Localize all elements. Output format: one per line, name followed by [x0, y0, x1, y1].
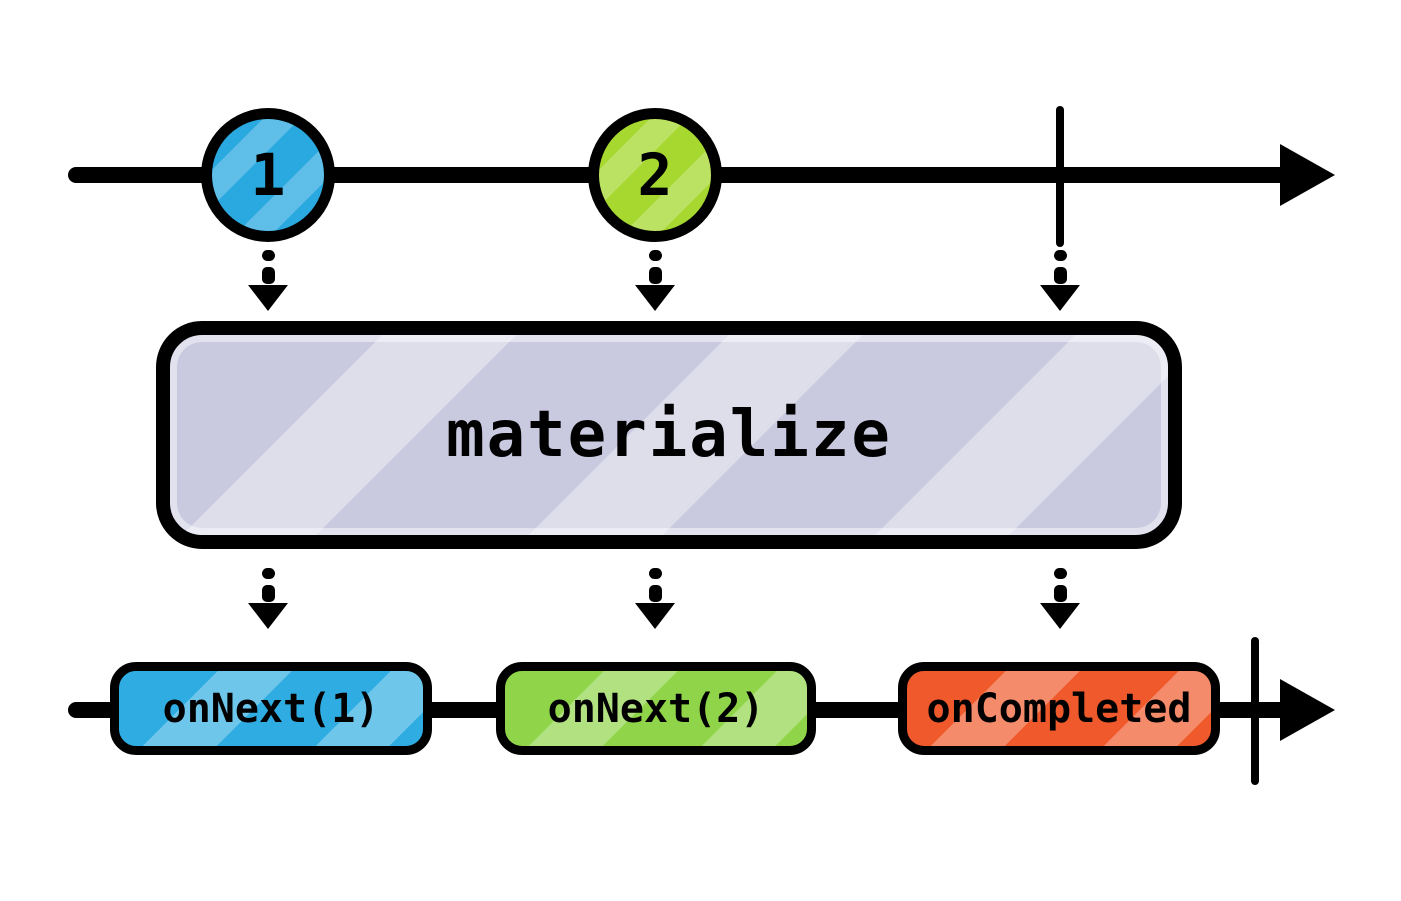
arrow-dot [1053, 568, 1067, 579]
operator-label: materialize [446, 398, 892, 472]
arrow-head-icon [635, 285, 675, 311]
output-complete-tick [1251, 637, 1259, 785]
arrow-dash [261, 585, 275, 602]
arrow-dash [1053, 267, 1067, 284]
arrow-head-icon [635, 603, 675, 629]
arrow-dot [261, 568, 275, 579]
arrow-dot [648, 568, 662, 579]
input-timeline-arrowhead-icon [1280, 144, 1335, 206]
notification-onnext-2: onNext(2) [496, 662, 816, 755]
notification-oncompleted-label: onCompleted [926, 685, 1192, 732]
arrow-dash [1053, 585, 1067, 602]
dashed-down-arrow-icon [1038, 568, 1082, 629]
arrow-dash [261, 267, 275, 284]
operator-box: materialize [156, 321, 1182, 549]
dashed-down-arrow-icon [633, 568, 677, 629]
arrow-head-icon [248, 603, 288, 629]
dashed-down-arrow-icon [246, 250, 290, 311]
arrow-dash [648, 585, 662, 602]
arrow-dot [261, 250, 275, 261]
marble-2-label: 2 [637, 141, 673, 209]
dashed-down-arrow-icon [246, 568, 290, 629]
marble-1: 1 [201, 108, 335, 242]
marble-1-label: 1 [250, 141, 286, 209]
arrow-dot [648, 250, 662, 261]
arrow-head-icon [1040, 603, 1080, 629]
notification-onnext-2-label: onNext(2) [547, 685, 765, 732]
marble-2: 2 [588, 108, 722, 242]
dashed-down-arrow-icon [633, 250, 677, 311]
arrow-dash [648, 267, 662, 284]
dashed-down-arrow-icon [1038, 250, 1082, 311]
arrow-head-icon [248, 285, 288, 311]
notification-oncompleted: onCompleted [898, 662, 1220, 755]
input-complete-tick [1056, 106, 1064, 247]
notification-onnext-1-label: onNext(1) [162, 685, 380, 732]
arrow-dot [1053, 250, 1067, 261]
output-timeline-arrowhead-icon [1280, 679, 1335, 741]
arrow-head-icon [1040, 285, 1080, 311]
notification-onnext-1: onNext(1) [110, 662, 432, 755]
